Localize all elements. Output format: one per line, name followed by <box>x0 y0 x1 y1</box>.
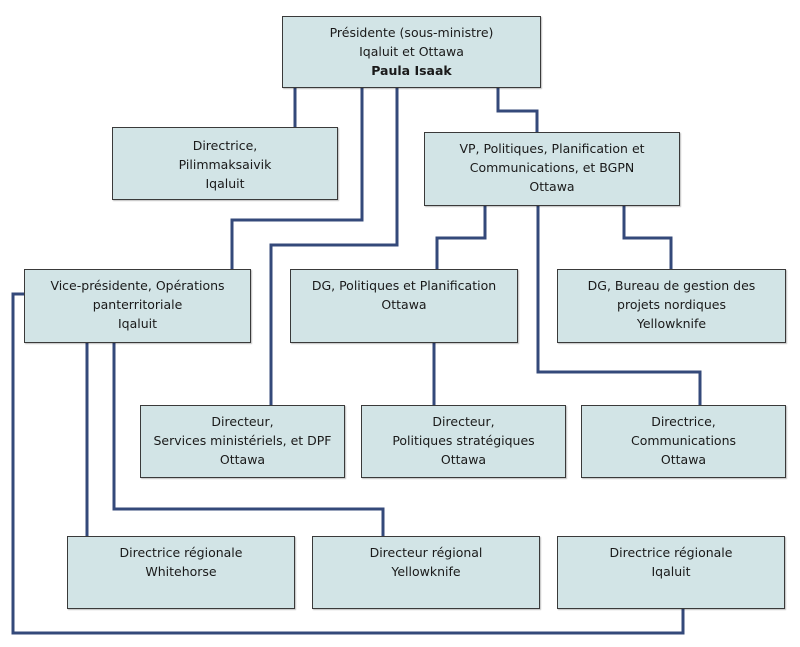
connector-vp-policy-dg-policy <box>435 204 487 271</box>
node-title: DG, Politiques et Planification <box>311 278 497 293</box>
node-title: Directrice, <box>651 414 716 429</box>
connector-president-vp-policy <box>496 86 539 134</box>
node-dir-services: Directeur, Services ministériels, et DPF… <box>140 405 345 478</box>
node-unit: Communications, et BGPN <box>469 160 635 175</box>
node-dr-whitehorse: Directrice régionale Whitehorse <box>67 536 295 609</box>
node-unit: Pilimmaksaivik <box>178 157 272 172</box>
node-location: Ottawa <box>219 452 266 467</box>
node-unit: Politiques stratégiques <box>392 433 535 448</box>
node-pilimmaksaivik: Directrice, Pilimmaksaivik Iqaluit <box>112 127 338 200</box>
node-person-name: Paula Isaak <box>371 63 452 78</box>
node-title: Directrice régionale <box>119 545 243 560</box>
connector-vp-operations-dr-yellowknife <box>112 341 385 538</box>
connector-vp-policy-dir-comms <box>536 204 702 407</box>
node-title: Directeur, <box>432 414 495 429</box>
node-title: Directeur, <box>211 414 274 429</box>
node-unit: panterritoriale <box>92 297 183 312</box>
connector-vp-operations-dr-iqaluit <box>11 292 685 635</box>
node-unit: Services ministériels, et DPF <box>153 433 332 448</box>
node-dr-yellowknife: Directeur régional Yellowknife <box>312 536 540 609</box>
connector-president-dir-services <box>269 86 399 407</box>
node-location: Iqaluit <box>205 176 245 191</box>
node-location: Ottawa <box>660 452 707 467</box>
node-location: Yellowknife <box>391 564 461 579</box>
node-location: Iqaluit <box>117 316 158 331</box>
node-dg-policy: DG, Politiques et Planification Ottawa <box>290 269 518 343</box>
node-location: Iqaluit et Ottawa <box>359 44 464 59</box>
node-location: Whitehorse <box>145 564 217 579</box>
node-vp-operations: Vice-présidente, Opérations panterritori… <box>24 269 251 343</box>
connector-vp-policy-dg-bureau <box>622 204 673 271</box>
node-vp-policy: VP, Politiques, Planification et Communi… <box>424 132 680 206</box>
node-dg-bureau: DG, Bureau de gestion des projets nordiq… <box>557 269 786 343</box>
node-location: Iqaluit <box>651 564 691 579</box>
node-unit: Communications <box>630 433 737 448</box>
node-dr-iqaluit: Directrice régionale Iqaluit <box>557 536 785 609</box>
node-title: Directrice, <box>192 138 258 153</box>
node-title: VP, Politiques, Planification et <box>459 141 645 156</box>
node-location: Yellowknife <box>636 316 707 331</box>
node-title: Vice-présidente, Opérations <box>50 278 225 293</box>
node-dir-strategic: Directeur, Politiques stratégiques Ottaw… <box>361 405 566 478</box>
node-title: Directeur régional <box>369 545 483 560</box>
node-title: Présidente (sous-ministre) <box>329 25 494 40</box>
node-dir-comms: Directrice, Communications Ottawa <box>581 405 786 478</box>
connector-president-vp-operations <box>230 86 364 271</box>
node-location: Ottawa <box>381 297 427 312</box>
node-location: Ottawa <box>440 452 487 467</box>
node-president: Présidente (sous-ministre) Iqaluit et Ot… <box>282 16 541 88</box>
node-title: Directrice régionale <box>609 545 733 560</box>
node-location: Ottawa <box>529 179 575 194</box>
node-title: DG, Bureau de gestion des <box>587 278 756 293</box>
node-unit: projets nordiques <box>617 297 726 312</box>
